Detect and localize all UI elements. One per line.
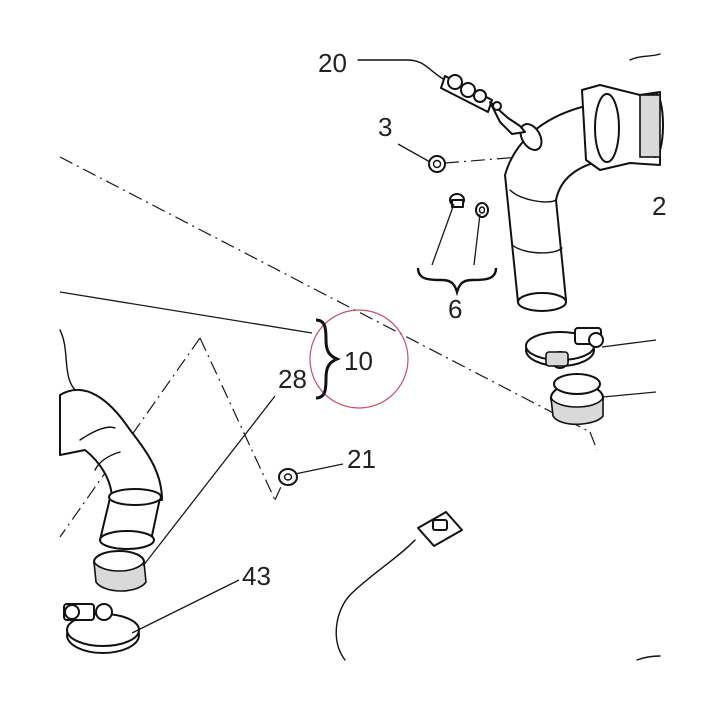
label-part-21: 21 <box>347 444 376 474</box>
label-part-43: 43 <box>242 561 271 591</box>
label-part-6: 6 <box>448 294 462 324</box>
highlight-circle <box>309 309 409 409</box>
knurled-ring-left <box>93 550 147 592</box>
knurled-ring-right <box>550 373 604 426</box>
label-part-10: 10 <box>344 346 373 376</box>
stud-and-washer-part-6 <box>449 193 489 218</box>
leader-lines <box>59 143 657 634</box>
partial-part-bottom-right <box>636 655 661 661</box>
oxygen-sensor <box>357 59 526 135</box>
nut-part-21 <box>278 468 298 486</box>
sensor-connector-cable <box>335 511 463 661</box>
hose-clamp-right <box>525 327 604 369</box>
brace-part-10 <box>315 318 341 400</box>
partial-part-top-right <box>629 53 661 61</box>
hose-clamp-left <box>63 603 140 654</box>
brace-part-6 <box>416 267 498 297</box>
exhaust-bend-pipe <box>504 84 664 312</box>
label-part-3: 3 <box>378 112 392 142</box>
label-part-28: 28 <box>278 364 307 394</box>
nut-part-3 <box>428 155 446 173</box>
label-part-20: 20 <box>318 48 347 78</box>
exhaust-elbow-left <box>59 329 163 550</box>
label-part-2: 2 <box>652 191 666 221</box>
